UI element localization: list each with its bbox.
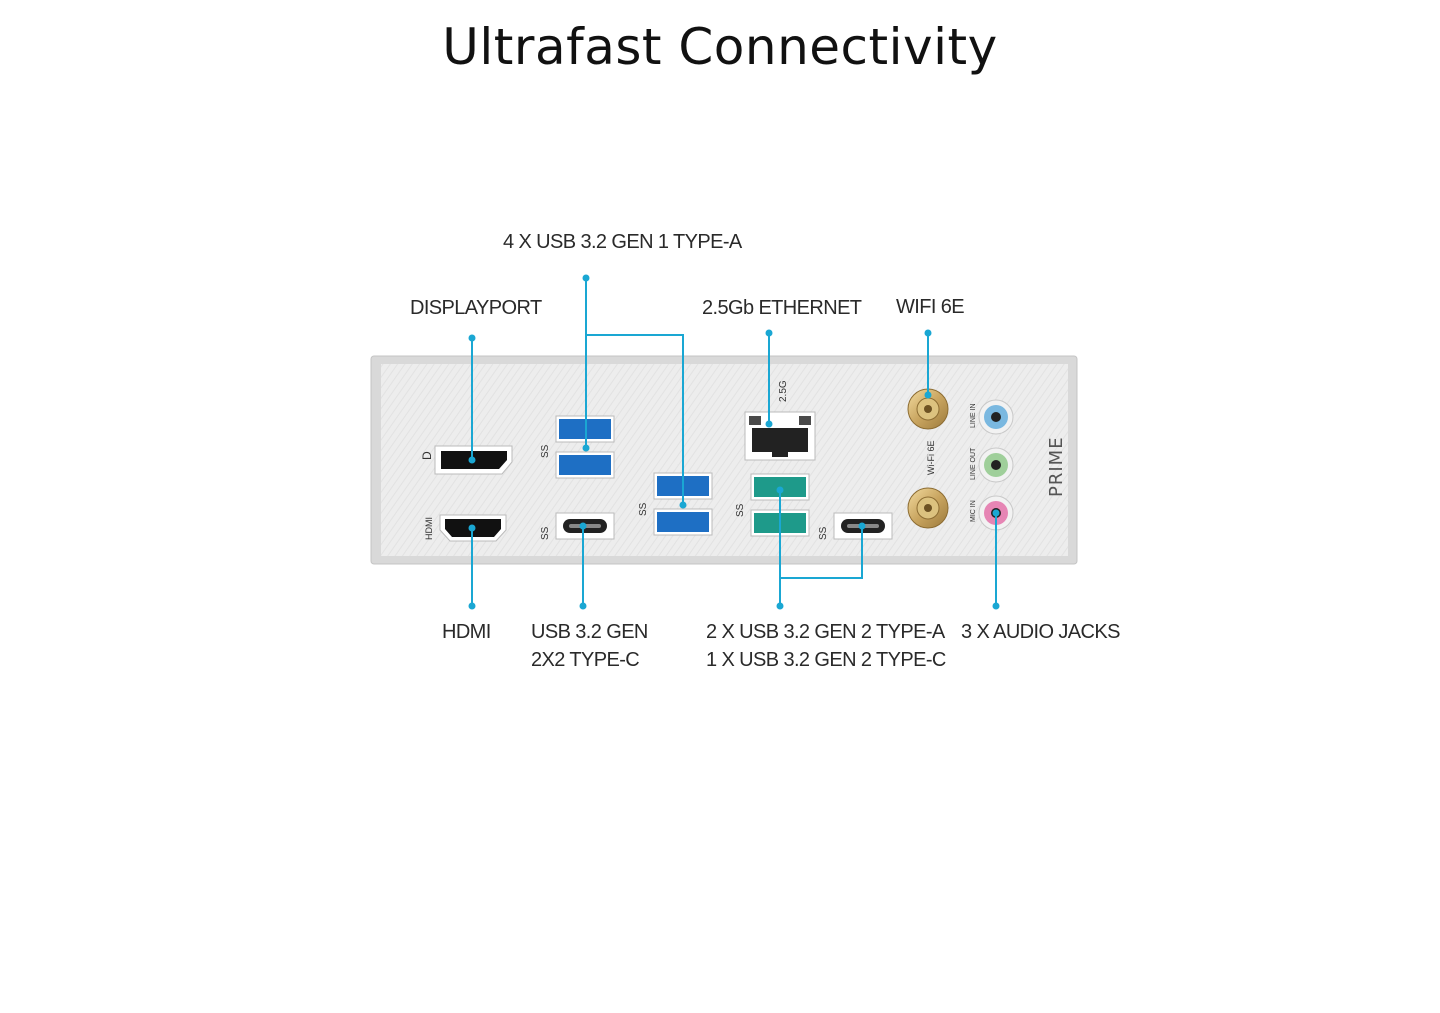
ss-10-usb-icon: SS: [818, 526, 829, 540]
ss-usb-icon: SS: [540, 444, 551, 458]
page-title: Ultrafast Connectivity: [442, 18, 998, 76]
wifi-antenna-connectors: Wi-Fi 6E: [907, 388, 949, 529]
eth-speed-marking: 2.5G: [778, 380, 789, 402]
mic-in-marking: MIC IN: [970, 500, 977, 522]
audio-jacks: LINE IN LINE OUT MIC IN: [970, 399, 1014, 531]
hdmi-marking: HDMI: [424, 517, 434, 540]
callout-lines: [471, 278, 997, 606]
usb-gen2-label-line1: 2 X USB 3.2 GEN 2 TYPE-A: [706, 621, 945, 643]
usb-2x2-label-line1: USB 3.2 GEN: [531, 621, 648, 643]
ethernet-label: 2.5Gb ETHERNET: [702, 297, 862, 319]
audio-label: 3 X AUDIO JACKS: [961, 621, 1120, 643]
line-in-marking: LINE IN: [970, 403, 977, 428]
wifi-label: WIFI 6E: [896, 296, 965, 318]
callout-dots: [468, 274, 1000, 610]
prime-logo: PRIME: [1046, 436, 1067, 497]
usb-gen1-stack-middle: SS: [638, 472, 713, 536]
hdmi-label: HDMI: [442, 621, 491, 643]
wifi-marking: Wi-Fi 6E: [926, 441, 936, 476]
usb-gen2-label-line2: 1 X USB 3.2 GEN 2 TYPE-C: [706, 649, 946, 671]
usb-2x2-label-line2: 2X2 TYPE-C: [531, 649, 640, 671]
ethernet-port: 2.5G: [744, 380, 816, 461]
ss-usb-icon: SS: [638, 502, 649, 516]
displayport-label: DISPLAYPORT: [410, 297, 542, 319]
ss-20-usb-icon: SS: [540, 526, 551, 540]
usb-gen1-label: 4 X USB 3.2 GEN 1 TYPE-A: [503, 231, 742, 253]
ss-10-usb-icon: SS: [735, 503, 746, 517]
displayport-logo-icon: D: [420, 451, 434, 460]
line-out-marking: LINE OUT: [970, 447, 977, 480]
